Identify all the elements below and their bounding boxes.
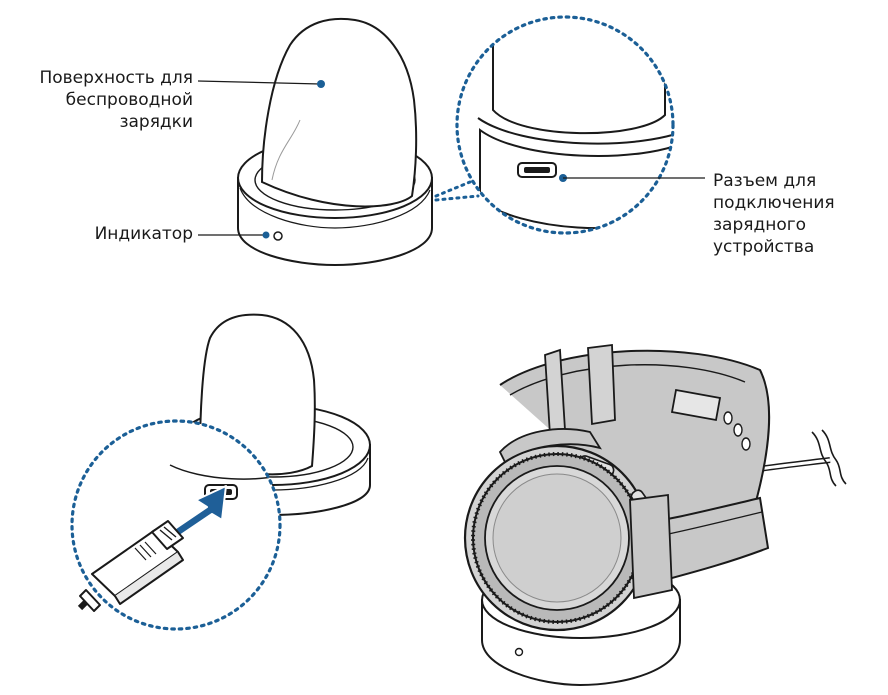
- charging-surface-label-line1: Поверхность для: [39, 68, 193, 88]
- connector-label-line4: устройства: [713, 237, 815, 257]
- charger-dock-top: [237, 17, 433, 267]
- zoom-link-lines: [434, 180, 480, 202]
- indicator-led: [273, 231, 283, 241]
- usb-plug-icon: [77, 520, 184, 612]
- connector-label-line3: зарядного: [713, 215, 807, 235]
- indicator-label: Индикатор: [94, 224, 193, 244]
- charging-surface-callout: [197, 80, 325, 88]
- charging-surface-label-line3: зарядки: [119, 112, 193, 132]
- cable-zoom-circle: [70, 419, 282, 631]
- charging-surface-label-line2: беспроводной: [65, 90, 193, 110]
- connector-callout: [559, 174, 705, 182]
- connector-label-line1: Разъем для: [713, 171, 817, 191]
- watch-on-charger: [463, 343, 847, 687]
- connector-label: Разъем для подключения зарядного устройс…: [713, 170, 883, 258]
- connector-zoom-circle: [455, 15, 675, 235]
- insert-arrow-icon: [172, 485, 227, 538]
- charging-surface-label: Поверхность для беспроводной зарядки: [20, 67, 193, 133]
- indicator-callout: [198, 231, 270, 239]
- connector-label-line2: подключения: [713, 193, 835, 213]
